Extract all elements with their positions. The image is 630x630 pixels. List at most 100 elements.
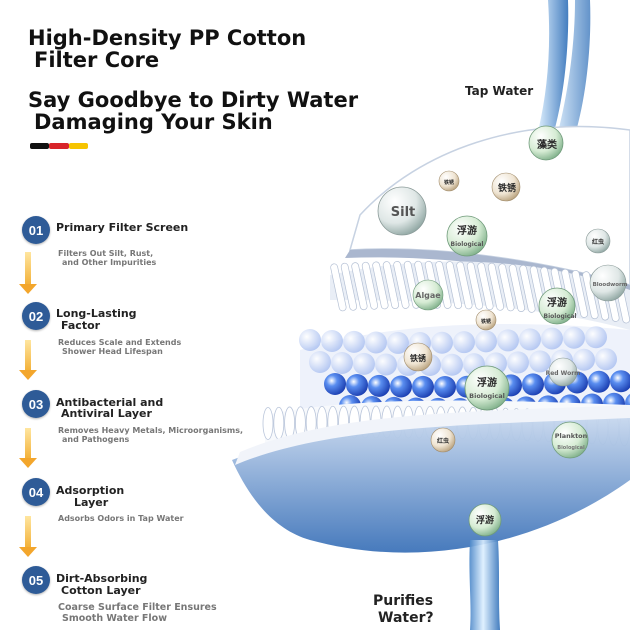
bead bbox=[475, 330, 497, 353]
svg-text:Biological: Biological bbox=[557, 445, 585, 451]
bead bbox=[365, 331, 387, 354]
svg-text:Bloodworm: Bloodworm bbox=[593, 282, 628, 288]
bead bbox=[441, 353, 463, 376]
bead bbox=[585, 326, 607, 349]
svg-text:Biological: Biological bbox=[451, 241, 484, 248]
step-4-title-line-1: Adsorption bbox=[56, 484, 125, 497]
bead bbox=[507, 351, 529, 374]
svg-text:Red Worm: Red Worm bbox=[546, 370, 581, 377]
fiber-strand bbox=[508, 264, 526, 312]
bead bbox=[412, 375, 434, 398]
germany-flag-stripe bbox=[30, 143, 88, 149]
step-3-number: 03 bbox=[22, 390, 50, 418]
fiber-strand bbox=[445, 261, 463, 310]
svg-text:浮游: 浮游 bbox=[547, 296, 567, 309]
contaminant-bubbles bbox=[377, 125, 627, 537]
bead bbox=[321, 329, 343, 352]
bead bbox=[309, 351, 331, 373]
step-5-title-line-2: Cotton Layer bbox=[61, 584, 141, 597]
subheadline-line-2: Damaging Your Skin bbox=[34, 110, 273, 134]
headline-line-2: Filter Core bbox=[34, 48, 160, 72]
step-5-desc-line-1: Coarse Surface Filter Ensures bbox=[58, 602, 217, 613]
coil-rib bbox=[273, 406, 285, 440]
coil-rib bbox=[262, 407, 274, 440]
svg-text:铁锈: 铁锈 bbox=[498, 182, 517, 194]
svg-text:红虫: 红虫 bbox=[592, 238, 604, 246]
step-5-title-line-1: Dirt-Absorbing bbox=[56, 572, 148, 585]
bead bbox=[610, 370, 630, 393]
fiber-strand bbox=[372, 261, 389, 310]
svg-text:Biological: Biological bbox=[544, 313, 577, 320]
fiber-strand bbox=[498, 263, 515, 312]
step-2-desc-line-1: Reduces Scale and Extends bbox=[58, 338, 182, 347]
bead bbox=[522, 373, 544, 396]
svg-text:浮游: 浮游 bbox=[457, 224, 477, 237]
step-5-desc-line-2: Smooth Water Flow bbox=[62, 613, 167, 624]
bead bbox=[453, 331, 475, 354]
coil-rib bbox=[284, 406, 296, 440]
bead bbox=[519, 328, 541, 351]
svg-text:Biological: Biological bbox=[469, 392, 505, 400]
step-1-title: Primary Filter Screen bbox=[56, 221, 189, 234]
bead bbox=[346, 373, 368, 396]
step-4-desc-line-1: Adsorbs Odors in Tap Water bbox=[58, 514, 184, 523]
step-3-desc-line-2: and Pathogens bbox=[62, 435, 130, 444]
headline-line-1: High-Density PP Cotton bbox=[28, 26, 307, 50]
bead bbox=[390, 375, 412, 398]
step-2-desc-line-2: Shower Head Lifespan bbox=[62, 347, 163, 356]
bead bbox=[331, 351, 353, 374]
fiber-strand bbox=[519, 264, 536, 313]
silt-label: Silt bbox=[391, 205, 416, 220]
step-2-title-line-1: Long-Lasting bbox=[56, 307, 137, 320]
fiber-strand bbox=[487, 262, 505, 311]
layer-cotton-bottom bbox=[232, 415, 630, 553]
fiber-strand bbox=[340, 262, 358, 311]
bead bbox=[431, 331, 453, 354]
step-3-title-line-2: Antiviral Layer bbox=[61, 407, 152, 420]
fiber-strand bbox=[361, 261, 379, 310]
svg-text:浮游: 浮游 bbox=[476, 514, 494, 526]
tap-water-label: Tap Water bbox=[465, 84, 534, 98]
step-2-number: 02 bbox=[22, 302, 50, 330]
water-question-label: Water? bbox=[378, 610, 434, 626]
purifies-label: Purifies bbox=[373, 593, 434, 609]
step-3-desc-line-1: Removes Heavy Metals, Microorganisms, bbox=[58, 426, 244, 435]
fiber-strand bbox=[393, 261, 410, 309]
bead bbox=[387, 331, 409, 354]
step-2-title-line-2: Factor bbox=[61, 319, 101, 332]
bead bbox=[595, 348, 617, 371]
bead bbox=[324, 373, 346, 395]
fiber-strand bbox=[466, 261, 484, 310]
flag-stripe-gold bbox=[68, 143, 88, 149]
step-4-number: 04 bbox=[22, 478, 50, 506]
bead bbox=[343, 330, 365, 353]
flag-stripe-black bbox=[30, 143, 50, 149]
silt-bubble bbox=[377, 186, 427, 236]
bead bbox=[375, 353, 397, 376]
step-4-title-line-2: Layer bbox=[74, 496, 109, 509]
svg-text:红虫: 红虫 bbox=[437, 437, 449, 445]
bead bbox=[353, 352, 375, 375]
step-3-title-line-1: Antibacterial and bbox=[56, 396, 164, 409]
bead bbox=[541, 327, 563, 350]
bead bbox=[563, 326, 585, 349]
bead bbox=[299, 329, 321, 351]
step-5-number: 05 bbox=[22, 566, 50, 594]
fiber-strand bbox=[477, 262, 494, 311]
svg-text:铁锈: 铁锈 bbox=[444, 179, 454, 186]
bead bbox=[588, 370, 610, 393]
step-1-desc-line-1: Filters Out Silt, Rust, bbox=[58, 249, 154, 258]
fiber-strand bbox=[571, 270, 589, 318]
bead bbox=[573, 348, 595, 371]
flag-stripe-red bbox=[49, 143, 69, 149]
step-1-desc-line-2: and Other Impurities bbox=[62, 258, 157, 267]
bead bbox=[529, 350, 551, 373]
bead bbox=[434, 375, 456, 398]
svg-text:铁锈: 铁锈 bbox=[481, 318, 491, 325]
fiber-strand bbox=[351, 262, 368, 311]
bead bbox=[497, 329, 519, 352]
svg-text:Plankton: Plankton bbox=[555, 432, 588, 440]
water-stream-bottom bbox=[469, 540, 500, 630]
bead bbox=[368, 374, 390, 397]
